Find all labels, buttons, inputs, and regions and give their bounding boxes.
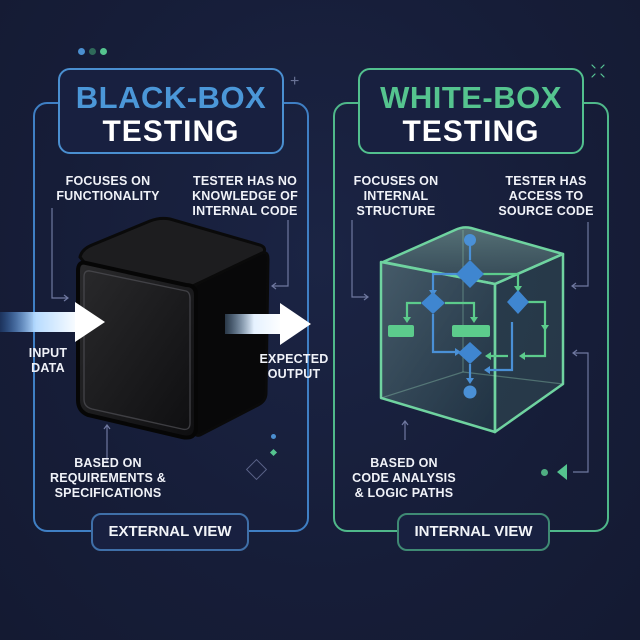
white-box-title-card: WHITE-BOX TESTING bbox=[358, 68, 584, 154]
external-view-badge: EXTERNAL VIEW bbox=[91, 513, 249, 551]
internal-view-badge: INTERNAL VIEW bbox=[397, 513, 550, 551]
input-data-label: INPUT DATA bbox=[28, 346, 68, 375]
black-box-annotation-focus: FOCUSES ON FUNCTIONALITY bbox=[56, 174, 160, 203]
decor-dot-green-small bbox=[541, 469, 548, 476]
decor-dot-blue bbox=[78, 48, 85, 55]
expected-output-label: EXPECTED OUTPUT bbox=[259, 352, 329, 381]
output-arrow-icon bbox=[225, 303, 311, 345]
black-box-annotation-knowledge: TESTER HAS NO KNOWLEDGE OF INTERNAL CODE bbox=[192, 174, 298, 218]
expand-corners-icon bbox=[591, 64, 605, 78]
white-box-annotation-basis: BASED ON CODE ANALYSIS & LOGIC PATHS bbox=[352, 456, 456, 500]
decor-triangle-icon bbox=[557, 464, 567, 480]
decor-dot-blue-small bbox=[271, 434, 276, 439]
black-box-annotation-basis: BASED ON REQUIREMENTS & SPECIFICATIONS bbox=[49, 456, 166, 500]
white-box-glass-cube bbox=[379, 226, 565, 434]
white-box-annotation-access: TESTER HAS ACCESS TO SOURCE CODE bbox=[498, 174, 594, 218]
white-box-annotation-focus: FOCUSES ON INTERNAL STRUCTURE bbox=[353, 174, 439, 218]
black-box-cube bbox=[76, 216, 270, 440]
white-box-subtitle: TESTING bbox=[402, 115, 540, 148]
decor-dot-green bbox=[100, 48, 107, 55]
input-arrow-icon bbox=[0, 302, 105, 342]
black-box-subtitle: TESTING bbox=[102, 115, 240, 148]
decor-dot-teal bbox=[89, 48, 96, 55]
white-box-title: WHITE-BOX bbox=[380, 80, 562, 115]
black-box-title-card: BLACK-BOX TESTING bbox=[58, 68, 284, 154]
black-box-title: BLACK-BOX bbox=[75, 80, 267, 115]
plus-icon: + bbox=[290, 73, 300, 90]
